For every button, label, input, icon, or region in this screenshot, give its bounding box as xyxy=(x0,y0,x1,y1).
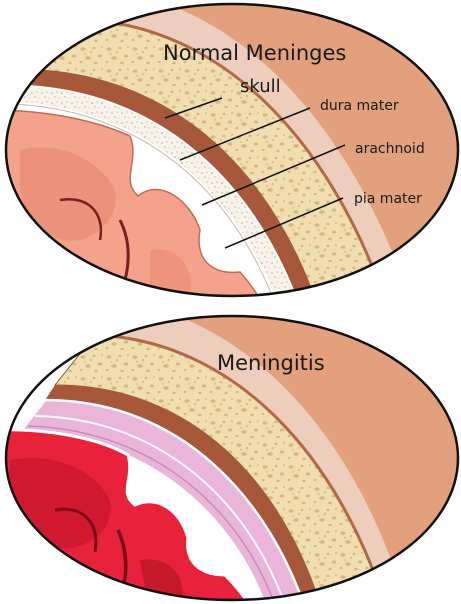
svg-text:dura mater: dura mater xyxy=(320,98,399,114)
svg-text:pia mater: pia mater xyxy=(354,191,422,207)
svg-text:arachnoid: arachnoid xyxy=(355,141,425,157)
normal-meninges-panel: Normal Meninges skull dura mater arachno… xyxy=(0,0,461,330)
meningitis-panel: Meningitis xyxy=(0,300,461,604)
normal-panel-title: Normal Meninges xyxy=(163,41,346,65)
meningitis-panel-title: Meningitis xyxy=(217,351,325,375)
svg-text:skull: skull xyxy=(240,76,281,97)
